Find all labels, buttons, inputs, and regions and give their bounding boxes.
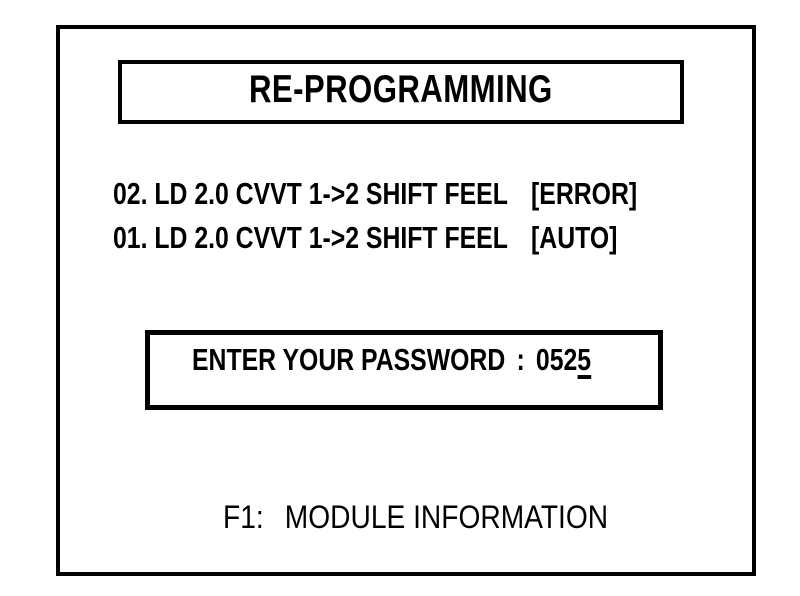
password-typed-digits: 052 (535, 342, 578, 377)
menu-item-label: 01. LD 2.0 CVVT 1->2 SHIFT FEEL (113, 220, 508, 255)
f1-key-label: F1: (223, 499, 264, 535)
page-title: RE-PROGRAMMING (249, 67, 553, 111)
password-label: ENTER YOUR PASSWORD (192, 342, 506, 377)
menu-item-label: 02. LD 2.0 CVVT 1->2 SHIFT FEEL (113, 176, 508, 211)
menu-item-01[interactable]: 01. LD 2.0 CVVT 1->2 SHIFT FEEL [AUTO] (113, 222, 617, 253)
f1-action-label: MODULE INFORMATION (284, 499, 609, 535)
menu-item-02[interactable]: 02. LD 2.0 CVVT 1->2 SHIFT FEEL [ERROR] (113, 178, 637, 209)
screen-border (56, 25, 756, 576)
password-cursor-digit: 5 (577, 342, 592, 379)
title-box: RE-PROGRAMMING (118, 60, 684, 124)
f1-hint[interactable]: F1: MODULE INFORMATION (223, 501, 608, 533)
password-separator: : (516, 342, 525, 377)
status-badge-error: [ERROR] (531, 176, 638, 211)
status-badge-auto: [AUTO] (531, 220, 618, 255)
